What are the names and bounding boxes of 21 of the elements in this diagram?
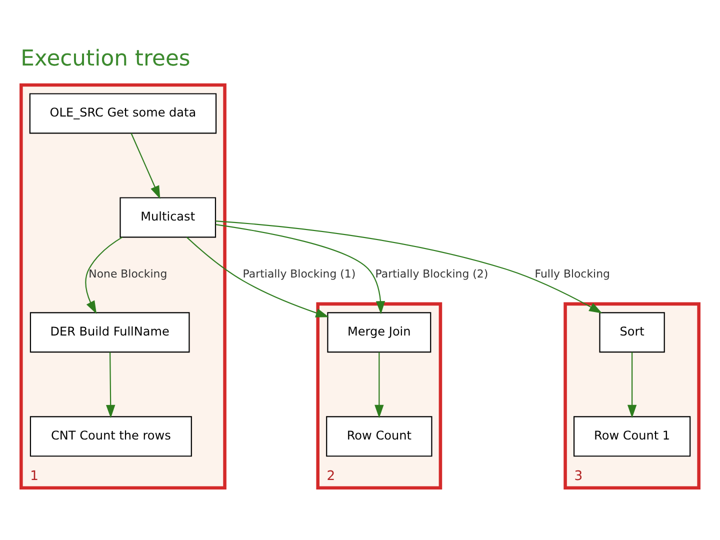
arrow [106, 352, 116, 418]
node-box: CNT Count the rows [30, 416, 192, 457]
node-box: OLE_SRC Get some data [29, 93, 217, 134]
node-box: Row Count [326, 416, 432, 457]
node-box: Sort [599, 312, 665, 353]
node-box: Merge Join [327, 312, 432, 353]
node-box: DER Build FullName [30, 312, 190, 353]
arrow [215, 220, 602, 314]
edge-label: None Blocking [88, 268, 168, 281]
arrow [627, 352, 637, 418]
edge-label: Fully Blocking [534, 268, 610, 281]
node-box: Multicast [120, 197, 216, 238]
edge-label: Partially Blocking (1) [242, 268, 356, 281]
arrow [85, 236, 123, 314]
arrow [186, 236, 329, 318]
arrow [130, 133, 160, 199]
edge-label: Partially Blocking (2) [375, 268, 488, 281]
arrow [374, 352, 384, 418]
diagram-title: Execution trees [20, 46, 190, 72]
node-box: Row Count 1 [573, 416, 691, 457]
arrow [216, 224, 386, 314]
